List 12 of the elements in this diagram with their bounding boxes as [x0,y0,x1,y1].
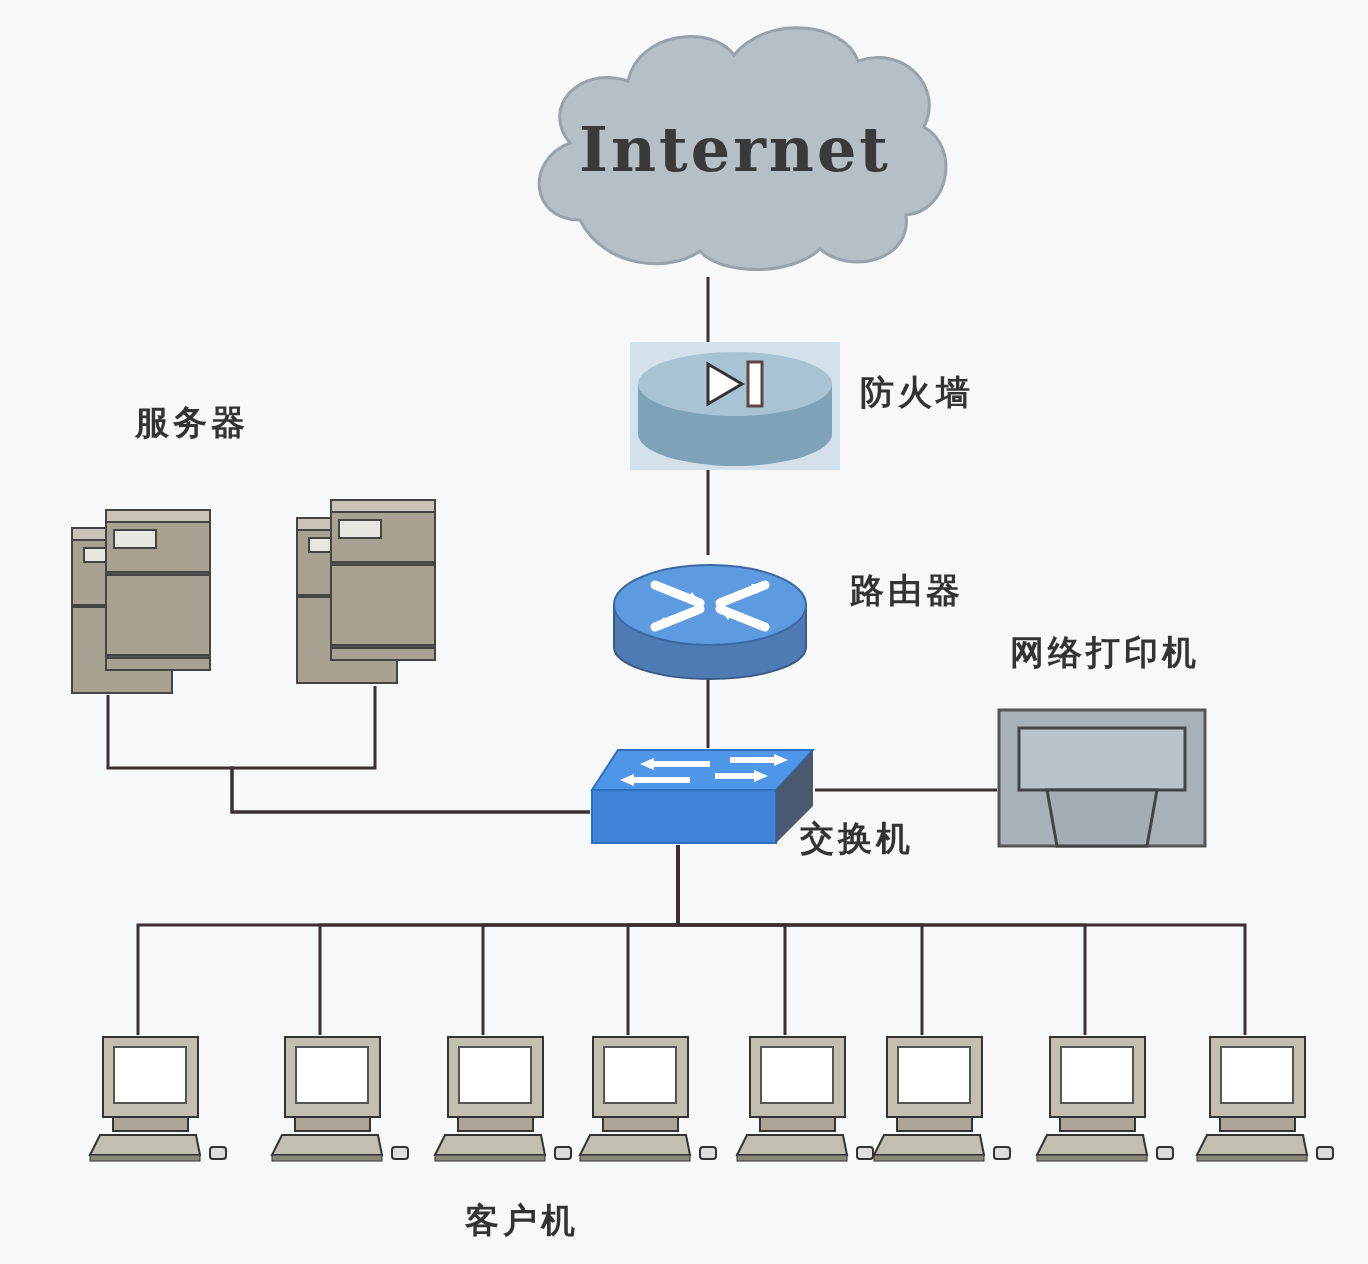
device-label: 交换机 [800,818,914,858]
group-label: 客户机 [465,1200,579,1240]
device-label: 网络打印机 [1010,632,1200,672]
network-cable [815,788,997,792]
network-cable [706,470,710,555]
network-cable [706,277,710,342]
group-label: 服务器 [135,402,249,442]
device-label: 防火墙 [860,372,974,412]
cloud-label: Internet [578,115,892,185]
device-label: 路由器 [850,570,964,610]
network-cable [706,680,710,748]
network-cable [230,686,590,814]
